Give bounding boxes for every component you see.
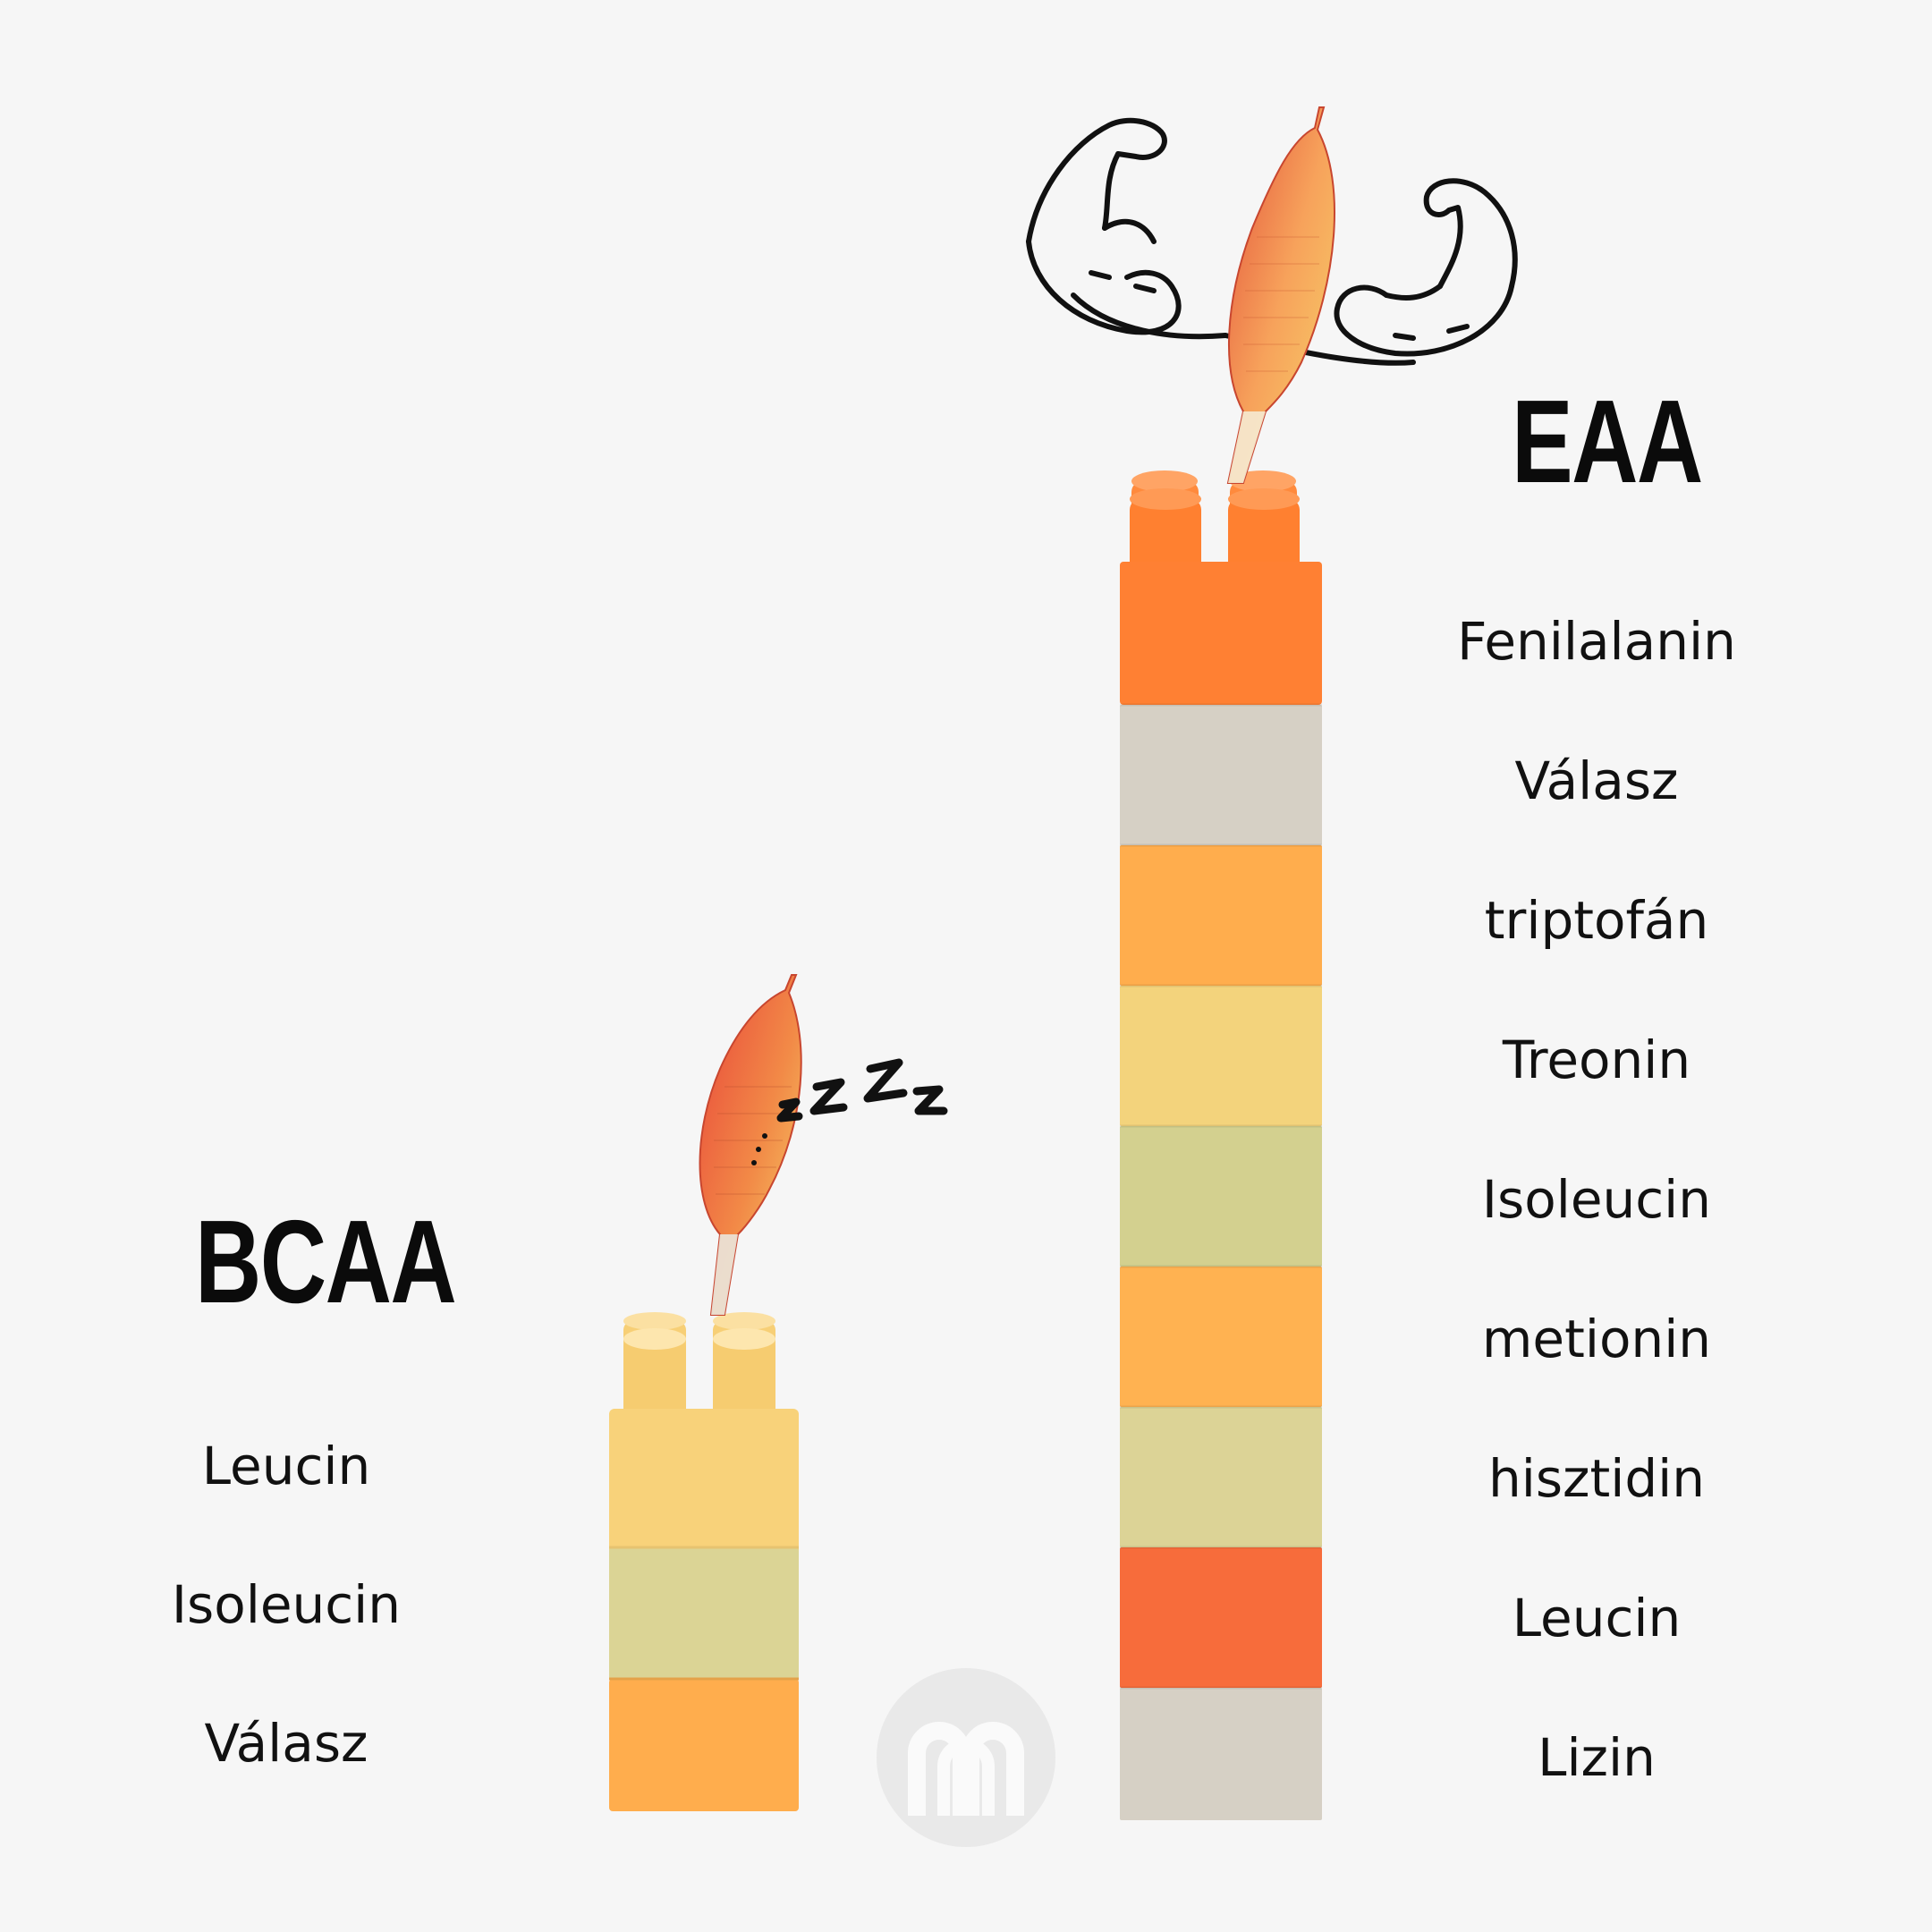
bcaa-item: Leucin	[201, 1436, 371, 1496]
eaa-item: metionin	[1481, 1309, 1712, 1369]
eaa-item: hisztidin	[1487, 1448, 1706, 1509]
bcaa-title: BCAA	[195, 1196, 457, 1327]
bcaa-amino-acid-list: Leucin Isoleucin Válasz	[98, 1440, 474, 1798]
muscle-fiber-icon	[1203, 103, 1355, 491]
eaa-title: EAA	[1512, 376, 1703, 507]
eaa-block-2	[1120, 705, 1322, 845]
sleeping-zzz-icon	[747, 1038, 970, 1140]
bcaa-block-orange	[609, 1679, 799, 1811]
eaa-block-4	[1120, 986, 1322, 1126]
bcaa-block-khaki	[609, 1547, 799, 1682]
eaa-block-1	[1120, 562, 1322, 705]
eaa-item: Isoleucin	[1481, 1169, 1712, 1230]
eaa-amino-acid-list: Fenilalanin Válasz triptofán Treonin Iso…	[1409, 611, 1784, 1784]
eaa-block-5	[1120, 1126, 1322, 1267]
eaa-block-6	[1120, 1267, 1322, 1407]
eaa-item: Leucin	[1512, 1588, 1682, 1648]
eaa-item: Lizin	[1538, 1727, 1656, 1788]
muscle-fiber-icon	[680, 970, 814, 1323]
eaa-block-3	[1120, 845, 1322, 986]
flexing-biceps-icon	[1020, 107, 1521, 388]
eaa-block-7	[1120, 1407, 1322, 1547]
eaa-item: Fenilalanin	[1457, 611, 1736, 672]
bcaa-item: Isoleucin	[171, 1574, 402, 1635]
eaa-item: Válasz	[1514, 750, 1679, 811]
eaa-block-tower	[1114, 465, 1328, 1825]
brand-logo-watermark	[877, 1668, 1055, 1851]
eaa-block-8	[1120, 1547, 1322, 1688]
eaa-block-9	[1120, 1688, 1322, 1820]
bcaa-item: Válasz	[204, 1713, 369, 1774]
bcaa-block-tower	[604, 1310, 809, 1811]
eaa-item: triptofán	[1484, 890, 1709, 951]
eaa-item: Treonin	[1502, 1030, 1691, 1090]
